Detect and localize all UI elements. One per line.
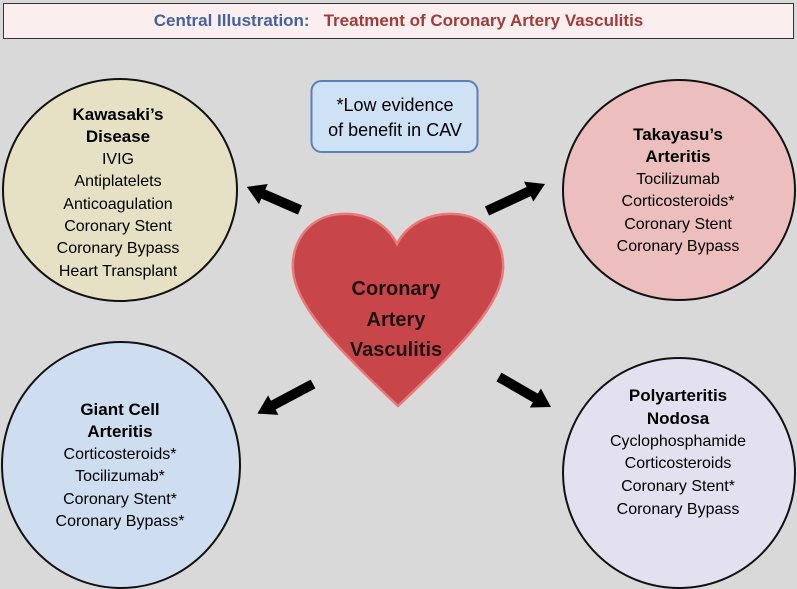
condition-title-line: Arteritis [645, 147, 711, 167]
treatment-item: Coronary Stent [624, 215, 732, 233]
treatment-item: Anticoagulation [63, 195, 173, 213]
kawasaki-disease-text: Kawasaki’s Disease IVIG Antiplatelets An… [18, 104, 218, 283]
treatment-item: IVIG [101, 150, 134, 168]
arrow-to-kawasaki [246, 183, 302, 215]
polyarteritis-nodosa-text: Polyarteritis Nodosa Cyclophosphamide Co… [578, 385, 778, 522]
condition-title-line: Disease [85, 127, 151, 147]
heart-label: Coronary Artery Vasculitis [306, 274, 486, 366]
treatment-item: Corticosteroids* [63, 445, 177, 463]
treatment-item: Coronary Bypass [56, 240, 180, 258]
treatment-item: Heart Transplant [58, 262, 178, 280]
treatment-item: Tocilizumab* [75, 468, 165, 486]
condition-title-line: Nodosa [646, 408, 710, 428]
takayasu-arteritis-ellipse [562, 79, 796, 301]
polyarteritis-nodosa-ellipse [562, 357, 796, 589]
condition-title-line: Arteritis [87, 422, 153, 442]
note-box [310, 80, 479, 153]
treatment-item: Coronary Stent* [621, 478, 735, 496]
takayasu-arteritis-text: Takayasu’s Arteritis Tocilizumab Cortico… [578, 124, 778, 258]
condition-title-line: Polyarteritis [628, 386, 728, 405]
treatment-item: Corticosteroids* [621, 193, 735, 211]
arrow-to-polyarteritis [496, 372, 551, 408]
treatment-item: Corticosteroids [624, 455, 732, 473]
note-line: of benefit in CAV [328, 119, 462, 140]
giant-cell-arteritis-ellipse [1, 341, 241, 589]
heart-label-line: Vasculitis [349, 339, 443, 361]
treatment-item: Coronary Bypass [616, 500, 740, 518]
condition-title-line: Kawasaki’s [72, 105, 164, 124]
kawasaki-disease-ellipse [2, 78, 238, 302]
treatment-item: Tocilizumab [636, 170, 720, 188]
heart-shape [291, 212, 505, 408]
arrow-to-takayasu [484, 181, 546, 216]
treatment-item: Coronary Stent [64, 218, 172, 236]
heart-label-line: Artery [366, 308, 426, 331]
treatment-item: Coronary Stent* [63, 490, 177, 508]
treatment-item: Coronary Bypass [616, 238, 740, 256]
arrow-to-giant-cell [257, 379, 316, 415]
header-label: Central Illustration: [153, 11, 310, 30]
treatment-item: Antiplatelets [74, 173, 162, 191]
treatment-item: Coronary Bypass* [55, 513, 185, 531]
header-banner: Central Illustration: Treatment of Coron… [3, 3, 794, 39]
note-line: *Low evidence [336, 94, 454, 115]
treatment-item: Cyclophosphamide [609, 432, 747, 450]
condition-title-line: Giant Cell [80, 400, 160, 419]
note-text: *Low evidence of benefit in CAV [315, 93, 475, 143]
giant-cell-arteritis-text: Giant Cell Arteritis Corticosteroids* To… [20, 399, 220, 533]
heart-label-line: Coronary [351, 278, 441, 300]
header-title: Treatment of Coronary Artery Vasculitis [323, 11, 644, 30]
condition-title-line: Takayasu’s [633, 125, 723, 144]
